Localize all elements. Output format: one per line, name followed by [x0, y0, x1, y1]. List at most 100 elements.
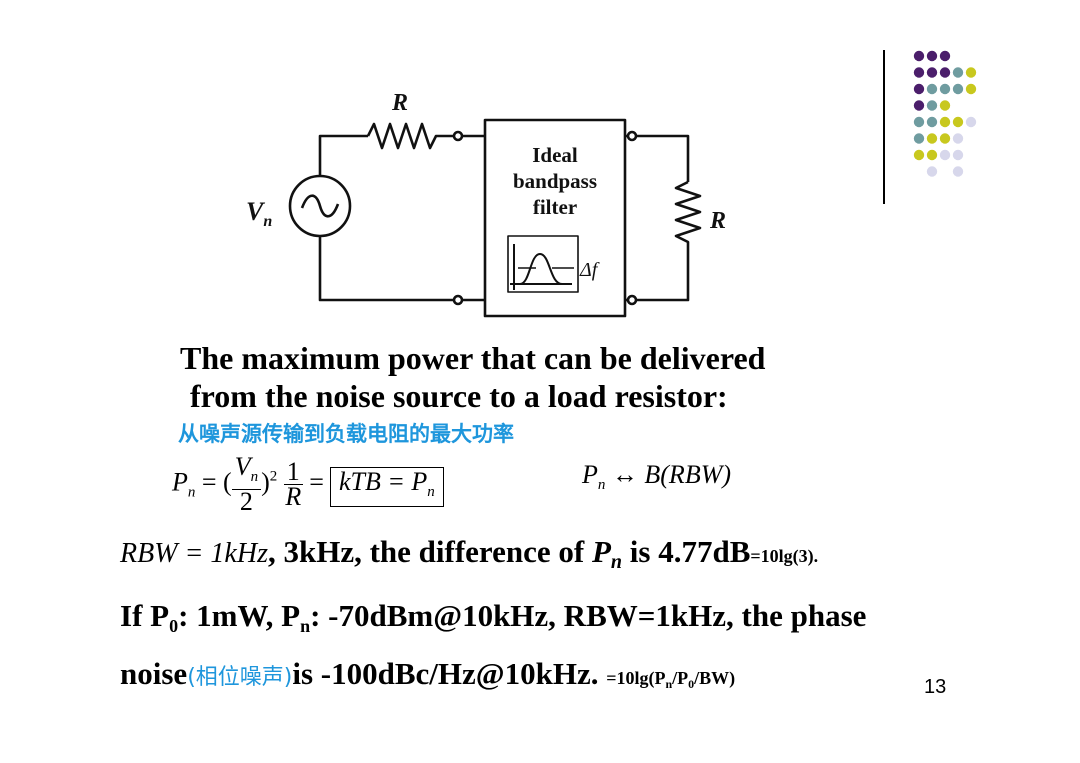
if-line: If P0: 1mW, Pn: -70dBm@10kHz, RBW=1kHz, …	[120, 598, 866, 637]
heading-line-2: from the noise source to a load resistor…	[190, 378, 728, 414]
decorative-dot	[926, 100, 938, 111]
formula-eq2: =	[309, 467, 324, 497]
if-b-sub: n	[300, 616, 311, 636]
noise-small-sub2: 0	[688, 677, 695, 691]
chinese-caption: 从噪声源传输到负载电阻的最大功率	[178, 422, 514, 446]
formula-pn-rbw: Pn ↔ B(RBW)	[582, 460, 731, 494]
decorative-dot	[926, 149, 938, 161]
decorative-dot	[939, 83, 951, 95]
decorative-dot	[939, 100, 951, 111]
rbw-p-sub: n	[610, 551, 623, 573]
wire-top-left	[318, 134, 368, 176]
formula-lhs: P	[172, 467, 188, 497]
fraction-vn-2: Vn 2	[231, 452, 262, 516]
decorative-dot	[952, 116, 964, 128]
resistor-top	[366, 122, 454, 150]
svg-text:Vn: Vn	[246, 197, 272, 230]
decorative-dot	[939, 149, 951, 161]
filter-label-3: filter	[533, 195, 577, 219]
frac-den: 2	[239, 487, 253, 516]
filter-label-2: bandpass	[513, 169, 597, 193]
decorative-dot	[913, 100, 925, 111]
decorative-dot	[913, 50, 925, 62]
decorative-dot	[939, 50, 951, 62]
decorative-dot	[913, 149, 925, 161]
terminal-bottom-right	[626, 294, 638, 306]
frac2-den: R	[285, 482, 302, 511]
rbw-line: RBW = 1kHz, 3kHz, the difference of Pn i…	[120, 534, 818, 574]
decorative-dot	[913, 67, 925, 78]
box-text: kTB = P	[338, 467, 428, 497]
resistor-right-label: R	[709, 208, 726, 234]
noise-small-a: =10lg(P	[606, 668, 666, 688]
noise-line: noise(相位噪声)is -100dBc/Hz@10kHz. =10lg(Pn…	[120, 656, 735, 692]
noise-cn: (相位噪声)	[187, 665, 293, 690]
ac-source	[288, 174, 352, 238]
noise-small-c: /BW)	[694, 668, 736, 688]
frac-num: V	[234, 452, 251, 481]
terminal-top-left	[452, 130, 464, 142]
decorative-dot	[913, 116, 925, 128]
if-b: : 1mW, P	[178, 598, 301, 633]
decorative-dot	[939, 133, 951, 144]
formula2-lhs-sub: n	[597, 477, 606, 493]
heading-line-1: The maximum power that can be delivered	[180, 340, 766, 376]
formula-lhs-sub: n	[187, 484, 196, 501]
decorative-dot	[952, 83, 964, 95]
noise-b: is -100dBc/Hz@10kHz.	[292, 656, 607, 691]
frac-num-sub: n	[250, 469, 259, 485]
decorative-dot	[965, 116, 977, 128]
bandwidth-label: Δf	[579, 259, 600, 281]
decorative-dot	[913, 133, 925, 144]
noise-small-sub1: n	[665, 677, 673, 691]
double-arrow-icon: ↔	[611, 460, 638, 489]
page-number: 13	[924, 676, 947, 698]
circuit-diagram: R R Vn Ideal bandpass filter Δf	[246, 90, 726, 318]
decorative-dot	[965, 83, 977, 95]
sine-wave	[300, 194, 340, 218]
bandpass-plot-frame	[507, 235, 579, 293]
rbw-p: P	[591, 534, 611, 569]
rbw-math: RBW = 1kHz	[120, 538, 268, 569]
decorative-dot	[926, 133, 938, 144]
decorative-dot	[926, 166, 938, 177]
if-a-sub: 0	[169, 616, 179, 636]
decorative-dot	[926, 50, 938, 62]
terminal-top-right	[626, 130, 638, 142]
decorative-dot	[939, 67, 951, 78]
decorative-dot	[965, 67, 977, 78]
formula-eq: = (	[201, 467, 232, 497]
noise-small-b: /P	[672, 668, 689, 688]
decorative-dot	[952, 67, 964, 78]
box-sub: n	[427, 484, 435, 501]
if-a: If P	[120, 598, 170, 633]
if-c: : -70dBm@10kHz, RBW=1kHz, the phase	[310, 598, 867, 633]
resistor-top-label: R	[391, 90, 408, 116]
decorative-dot	[952, 149, 964, 161]
decorative-dot	[952, 133, 964, 144]
formula-pow: 2	[269, 468, 278, 485]
wire-bottom-left	[318, 236, 454, 302]
decorative-dot	[926, 67, 938, 78]
source-label-sub: n	[263, 213, 272, 230]
formula2-rhs: B(RBW)	[644, 460, 732, 489]
decorative-dot-grid	[913, 50, 977, 177]
filter-label-1: Ideal	[532, 143, 578, 167]
resistor-right	[636, 180, 702, 302]
bandpass-curve	[510, 244, 572, 290]
decorative-dot	[939, 116, 951, 128]
formula2-lhs: P	[582, 460, 598, 489]
terminal-bottom-left	[452, 294, 464, 306]
frac2-num: 1	[283, 459, 303, 485]
filter-box	[483, 118, 627, 318]
decorative-dot	[952, 166, 964, 177]
noise-a: noise	[120, 656, 188, 691]
decorative-dot	[926, 83, 938, 95]
rbw-text: , 3kHz, the difference of	[267, 534, 592, 569]
decorative-dot	[926, 116, 938, 128]
divider-line	[883, 50, 885, 204]
formula-close: )	[261, 467, 270, 497]
rbw-text2: is 4.77dB	[622, 534, 751, 569]
